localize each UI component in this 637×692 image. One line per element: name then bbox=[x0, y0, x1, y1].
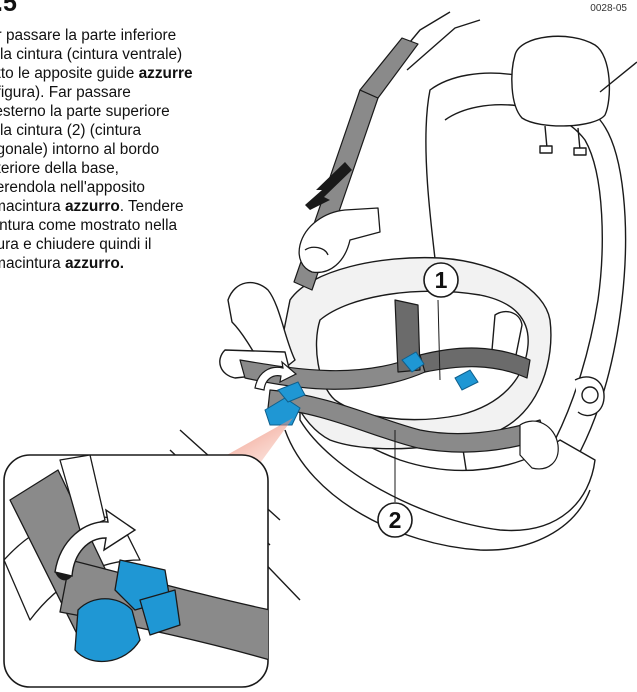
blue-belt-guides bbox=[264, 351, 479, 426]
hand-finger bbox=[304, 246, 329, 256]
hand bbox=[298, 207, 381, 274]
instruction-line: ella cintura (cintura ventrale) bbox=[0, 46, 183, 63]
instruction-line: rmacintura azzurro. Tendere bbox=[0, 198, 184, 215]
guide-center bbox=[401, 351, 425, 373]
section-number: .5 bbox=[0, 0, 17, 17]
belt-buckle bbox=[519, 420, 559, 470]
rotate-arrow-icon bbox=[254, 360, 298, 391]
instruction-line: otto le apposite guide azzurre bbox=[0, 65, 193, 82]
instruction-line: agonale) intorno al bordo bbox=[0, 141, 160, 158]
headrest-guide bbox=[539, 145, 553, 154]
callout-number: 1 bbox=[435, 267, 448, 293]
headrest-post bbox=[577, 127, 581, 151]
hand-shape bbox=[298, 207, 381, 274]
instruction-line: nteriore della base, bbox=[0, 160, 119, 177]
headrest-post bbox=[544, 125, 548, 149]
seat-side-knob bbox=[574, 376, 605, 417]
figure-code: 0028-05 bbox=[590, 3, 627, 14]
belt-shoulder bbox=[359, 37, 419, 99]
seat-cushion-front bbox=[284, 429, 591, 551]
instruction-line: cintura come mostrato nella bbox=[0, 217, 178, 234]
instruction-line: serendola nell'apposito bbox=[0, 179, 145, 196]
seat-cushion bbox=[299, 399, 596, 532]
guide-right bbox=[454, 369, 479, 391]
bold-term: azzurro bbox=[64, 198, 120, 215]
instruction-line: . figura). Far passare bbox=[0, 84, 131, 101]
bold-term: azzurro. bbox=[64, 255, 124, 272]
instruction-line: rmacintura azzurro. bbox=[0, 255, 124, 272]
seat-side-knob bbox=[581, 386, 599, 404]
guide-left bbox=[264, 397, 301, 426]
callout-1: 1 bbox=[423, 262, 459, 381]
zoom-inset bbox=[3, 454, 269, 688]
inset-guide-blue bbox=[139, 589, 181, 636]
instruction-line: ar passare la parte inferiore bbox=[0, 27, 177, 44]
car-pillar bbox=[599, 61, 637, 93]
inset-guide-blue bbox=[74, 598, 141, 663]
pull-up-arrow-icon bbox=[305, 162, 352, 210]
bold-term: azzurre bbox=[138, 65, 193, 82]
instruction-line: gura e chiudere quindi il bbox=[0, 236, 152, 253]
inset-rotate-arrow-icon bbox=[54, 508, 137, 581]
seat-belt bbox=[239, 37, 559, 470]
callout-number: 2 bbox=[389, 507, 402, 533]
instruction-text: ar passare la parte inferiore ella cintu… bbox=[0, 26, 274, 273]
car-pillar bbox=[406, 19, 481, 71]
headrest bbox=[511, 35, 611, 127]
guide-left-clip bbox=[277, 381, 306, 403]
belt-lap-right bbox=[419, 347, 531, 379]
callout-2: 2 bbox=[377, 430, 413, 538]
inset-handle bbox=[59, 455, 106, 531]
instruction-line: l'esterno la parte superiore bbox=[0, 103, 170, 120]
headrest-guide bbox=[573, 147, 587, 156]
instruction-line: ella cintura (2) (cintura bbox=[0, 122, 142, 139]
